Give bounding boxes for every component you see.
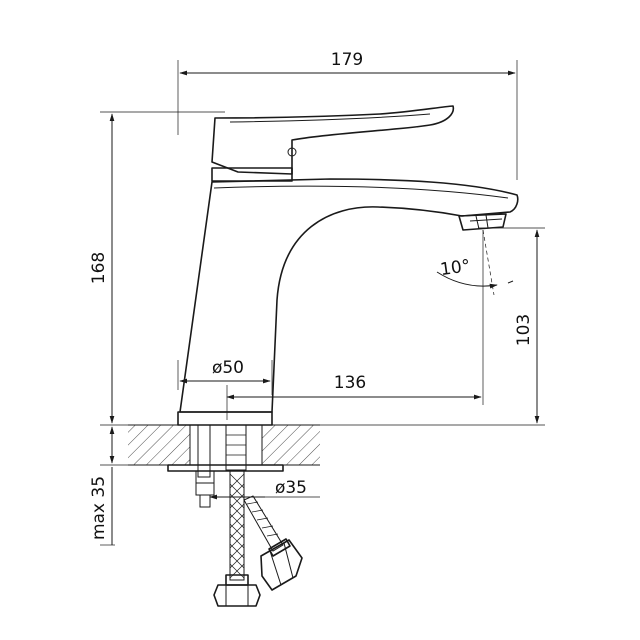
overall-width-label: 179 [331, 50, 363, 70]
dimension-spout-reach: 136 [226, 373, 482, 420]
mounting-hardware [167, 424, 284, 508]
dimension-max-deck-thickness: max 35 [89, 426, 115, 545]
countertop-section [128, 424, 320, 466]
spout-height-label: 103 [514, 314, 534, 346]
spout-angle-label: 10° [439, 256, 472, 280]
dimension-hole-diameter: ø35 [209, 478, 320, 500]
dimension-overall-width: 179 [179, 50, 516, 76]
base-diameter-label: ø50 [212, 358, 244, 378]
max-deck-thickness-label: max 35 [89, 476, 109, 540]
extension-lines [100, 60, 545, 546]
faucet-handle [211, 105, 455, 182]
faucet-body [177, 178, 519, 426]
dimension-spout-angle: 10° [436, 229, 514, 296]
spout-reach-label: 136 [334, 373, 366, 393]
dimension-overall-height: 168 [89, 113, 115, 424]
overall-height-label: 168 [89, 252, 109, 284]
dimension-base-diameter: ø50 [179, 358, 271, 384]
hole-diameter-label: ø35 [275, 478, 307, 498]
dimension-spout-height: 103 [514, 229, 540, 424]
flexible-hoses [213, 469, 303, 607]
